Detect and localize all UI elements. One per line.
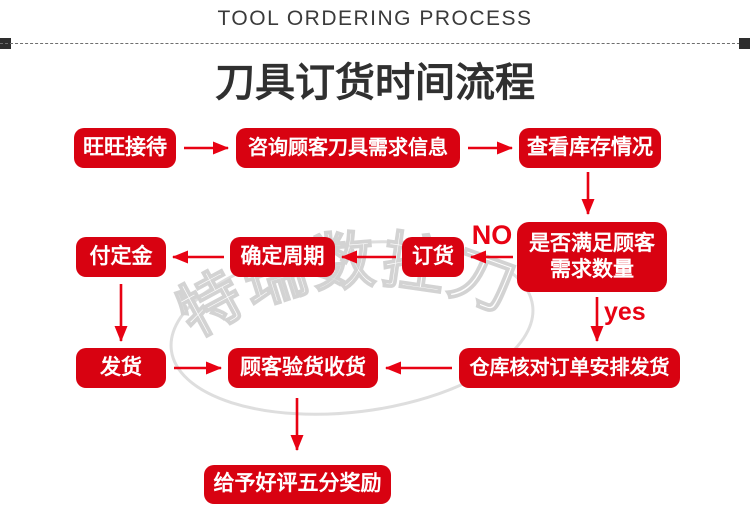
node-wangwang-reception: 旺旺接待 [74,128,176,168]
node-confirm-cycle: 确定周期 [230,237,335,277]
node-five-star-reward: 给予好评五分奖励 [204,465,391,504]
node-ship-goods: 发货 [76,348,166,388]
node-pay-deposit: 付定金 [76,237,166,277]
node-place-order: 订货 [402,237,464,277]
dashed-divider [0,43,750,44]
node-warehouse-arranges: 仓库核对订单安排发货 [459,348,680,388]
node-check-inventory: 查看库存情况 [519,128,661,168]
node-customer-inspects: 顾客验货收货 [228,348,378,388]
divider-endcap-right [739,38,750,49]
node-consult-requirements: 咨询顾客刀具需求信息 [236,128,460,168]
title-english: TOOL ORDERING PROCESS [217,7,533,30]
branch-label-no: NO [471,220,513,250]
branch-label-yes: yes [604,298,646,326]
node-demand-satisfied: 是否满足顾客需求数量 [517,222,667,292]
watermark-ellipse [169,240,535,416]
title-chinese: 刀具订货时间流程 [215,61,535,105]
